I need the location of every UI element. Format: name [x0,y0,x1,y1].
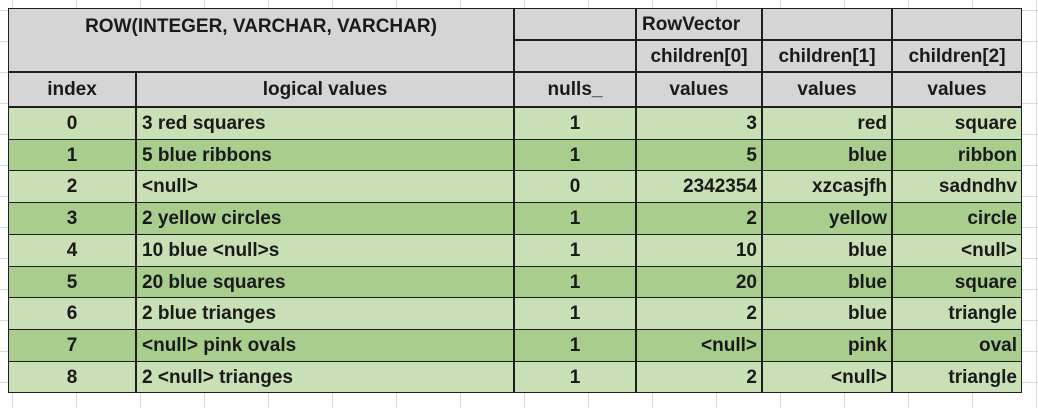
children-1-value-cell: red [762,107,892,140]
children-2-header: children[2] [892,40,1022,72]
nulls-cell: 1 [514,329,636,362]
children-2-value-cell: oval [892,329,1022,362]
index-cell: 3 [8,202,136,235]
children-0-value-cell: 2342354 [636,170,762,203]
nulls-cell: 0 [514,170,636,203]
children-2-value-cell: square [892,266,1022,298]
logical-value-cell: 3 red squares [136,107,514,140]
logical-value-cell: <null> pink ovals [136,329,514,362]
index-cell: 5 [8,266,136,298]
header-spacer-top [514,8,636,40]
children-0-value-cell: 20 [636,266,762,298]
nulls-cell: 1 [514,361,636,393]
nulls-cell: 1 [514,202,636,235]
children-2-value-cell: <null> [892,234,1022,267]
index-cell: 7 [8,329,136,362]
index-cell: 4 [8,234,136,267]
children-0-value-cell: 10 [636,234,762,267]
nulls-cell: 1 [514,139,636,171]
values-c2-header: values [892,72,1022,107]
children-0-value-cell: 3 [636,107,762,140]
children-0-value-cell: <null> [636,329,762,362]
children-0-value-cell: 2 [636,202,762,235]
values-c1-header: values [762,72,892,107]
logical-value-cell: 2 blue trianges [136,297,514,330]
logical-value-cell: 10 blue <null>s [136,234,514,267]
index-cell: 1 [8,139,136,171]
values-c0-header: values [636,72,762,107]
logical-value-cell: 2 <null> trianges [136,361,514,393]
nulls-column-header: nulls_ [514,72,636,107]
children-1-value-cell: xzcasjfh [762,170,892,203]
children-1-value-cell: blue [762,297,892,330]
header-blank-c1 [762,8,892,40]
children-2-value-cell: square [892,107,1022,140]
index-cell: 8 [8,361,136,393]
index-cell: 2 [8,170,136,203]
nulls-cell: 1 [514,234,636,267]
children-1-header: children[1] [762,40,892,72]
index-column-header: index [8,72,136,107]
children-0-value-cell: 5 [636,139,762,171]
children-2-value-cell: triangle [892,361,1022,393]
children-1-value-cell: yellow [762,202,892,235]
row-vector-header: RowVector [636,8,762,40]
children-2-value-cell: circle [892,202,1022,235]
children-1-value-cell: blue [762,234,892,267]
nulls-cell: 1 [514,297,636,330]
logical-values-column-header: logical values [136,72,514,107]
logical-value-cell: <null> [136,170,514,203]
children-0-value-cell: 2 [636,361,762,393]
header-blank-c2 [892,8,1022,40]
children-2-value-cell: triangle [892,297,1022,330]
children-1-value-cell: <null> [762,361,892,393]
children-1-value-cell: pink [762,329,892,362]
index-cell: 0 [8,107,136,140]
children-0-header: children[0] [636,40,762,72]
row-type-header: ROW(INTEGER, VARCHAR, VARCHAR) [8,8,514,72]
children-2-value-cell: ribbon [892,139,1022,171]
nulls-cell: 1 [514,266,636,298]
children-2-value-cell: sadndhv [892,170,1022,203]
children-1-value-cell: blue [762,139,892,171]
logical-value-cell: 2 yellow circles [136,202,514,235]
nulls-cell: 1 [514,107,636,140]
children-0-value-cell: 2 [636,297,762,330]
logical-value-cell: 5 blue ribbons [136,139,514,171]
header-spacer-mid [514,40,636,72]
logical-value-cell: 20 blue squares [136,266,514,298]
children-1-value-cell: blue [762,266,892,298]
index-cell: 6 [8,297,136,330]
